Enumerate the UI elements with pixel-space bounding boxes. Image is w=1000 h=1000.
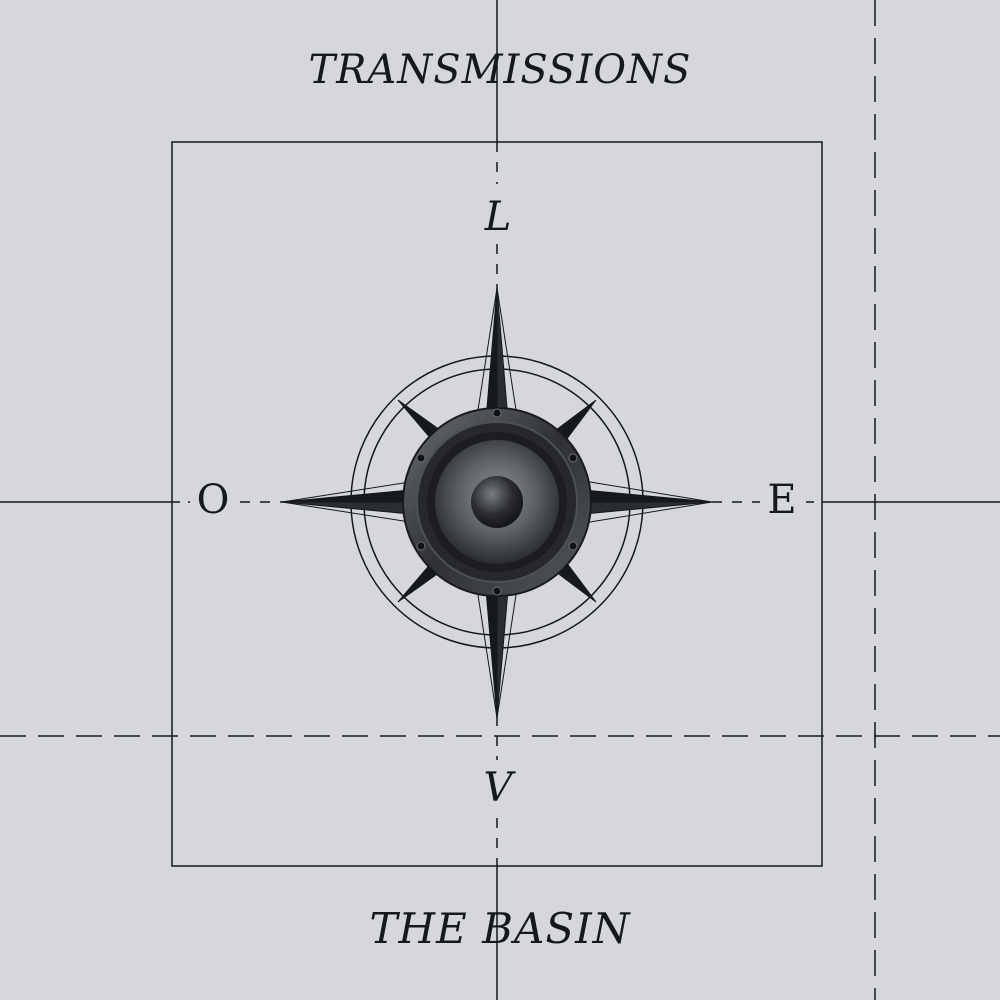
direction-top-label: L (484, 194, 512, 240)
frame-square (171, 141, 823, 867)
artist-name: THE BASIN (369, 904, 631, 953)
direction-left-label: O (196, 477, 230, 523)
direction-bottom-label: V (483, 765, 513, 811)
direction-right-label: E (767, 477, 797, 523)
speaker-icon (402, 407, 592, 597)
compass-rose-icon (281, 287, 713, 719)
album-title: TRANSMISSIONS (308, 47, 692, 93)
